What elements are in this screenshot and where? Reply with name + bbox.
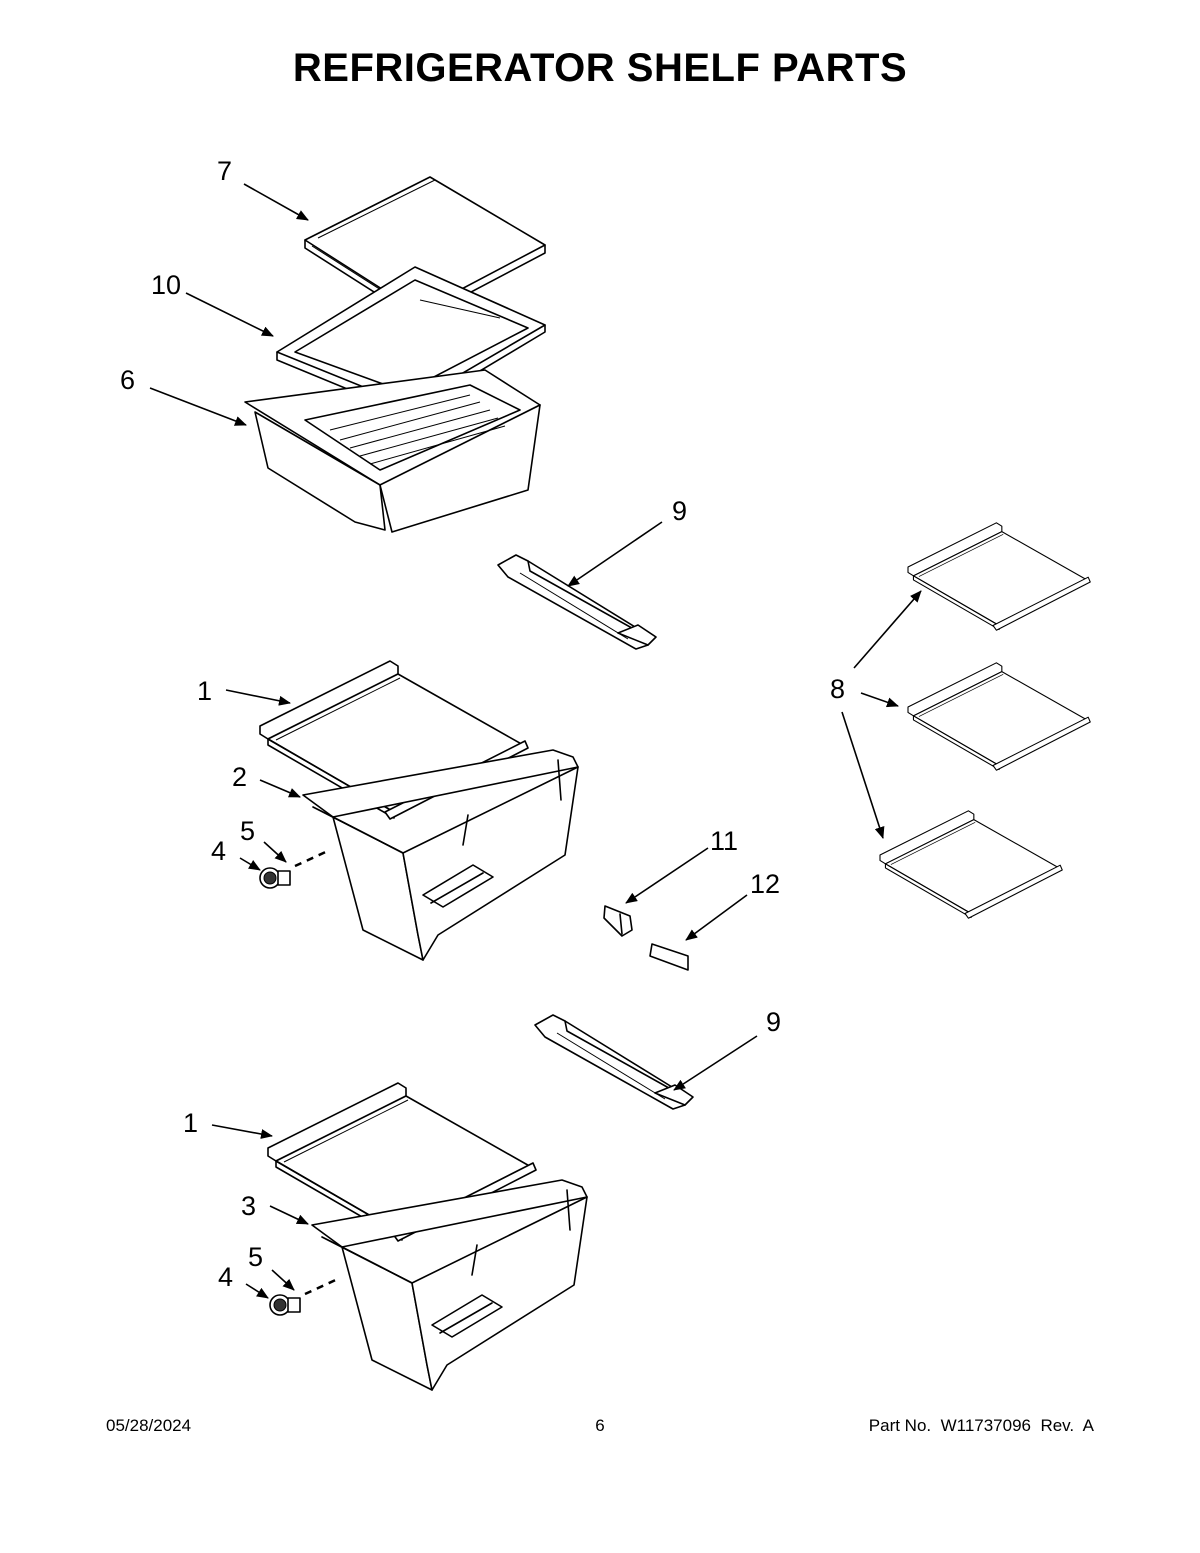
callout-5-lower: 5: [248, 1242, 264, 1272]
knob-line-upper: [294, 848, 331, 868]
callout-7: 7: [217, 156, 233, 186]
knob-line-lower: [304, 1276, 341, 1296]
leader-arrows: [149, 183, 922, 1299]
callout-8: 8: [830, 674, 846, 704]
callout-2: 2: [232, 762, 248, 792]
callout-3: 3: [241, 1191, 257, 1221]
callout-5-upper: 5: [240, 816, 256, 846]
callout-10: 10: [151, 270, 182, 300]
callout-1-upper: 1: [197, 676, 213, 706]
shelf-8-middle: [907, 662, 1091, 771]
shelf-8-top: [907, 522, 1091, 631]
drawer-6: [244, 369, 541, 533]
shelf-rail-9-lower: [534, 1014, 694, 1110]
shelf-rail-9-upper: [497, 554, 657, 650]
knob-4-lower: [269, 1294, 301, 1316]
bracket-12: [649, 943, 689, 971]
callout-4-upper: 4: [211, 836, 227, 866]
shelf-8-bottom: [879, 810, 1063, 919]
callout-4-lower: 4: [218, 1262, 234, 1292]
knob-4-upper: [259, 867, 291, 889]
bracket-11: [603, 905, 633, 937]
callout-6: 6: [120, 365, 136, 395]
page-title: REFRIGERATOR SHELF PARTS: [292, 46, 908, 90]
callout-12: 12: [750, 869, 781, 899]
footer-page-number: 6: [595, 1416, 605, 1435]
footer-date: 05/28/2024: [106, 1416, 192, 1435]
callout-1-lower: 1: [183, 1108, 199, 1138]
callout-11: 11: [710, 826, 739, 856]
callout-9-upper: 9: [672, 496, 688, 526]
callout-9-lower: 9: [766, 1007, 782, 1037]
footer-part-number: Part No. W11737096 Rev. A: [868, 1416, 1094, 1435]
